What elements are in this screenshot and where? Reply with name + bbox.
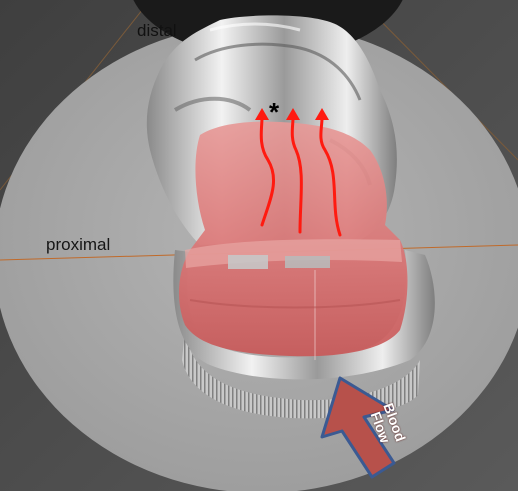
red-tissue-upper: [179, 122, 408, 357]
ledge-block-1: [228, 255, 268, 269]
ledge-block-2: [285, 256, 330, 268]
asterisk-marker: *: [269, 99, 279, 125]
proximal-label: proximal: [46, 236, 110, 253]
distal-label: distal: [137, 22, 177, 39]
